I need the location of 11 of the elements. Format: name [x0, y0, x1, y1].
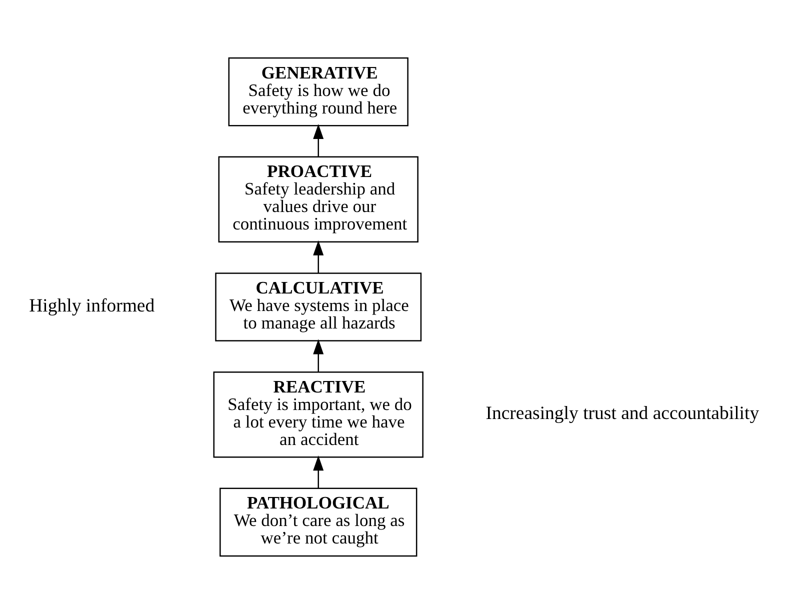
node-box: REACTIVE Safety is important, we do a lot every time we have an accident — [213, 370, 424, 458]
arrow — [313, 123, 324, 156]
node-box: GENERATIVE Safety is how we do everything round here — [228, 56, 408, 126]
label: Increasingly trust and accountability — [486, 402, 760, 424]
node-box: PATHOLOGICAL We don’t care as long as we’re not caught — [220, 487, 418, 556]
arrow — [313, 455, 324, 488]
arrow — [313, 338, 324, 372]
label: Highly informed — [29, 294, 155, 316]
node-box: CALCULATIVE We have systems in place to manage all hazards — [215, 272, 422, 341]
arrow — [313, 240, 324, 273]
node-box: PROACTIVE Safety leadership and values drive our continuous improvement — [218, 156, 418, 242]
